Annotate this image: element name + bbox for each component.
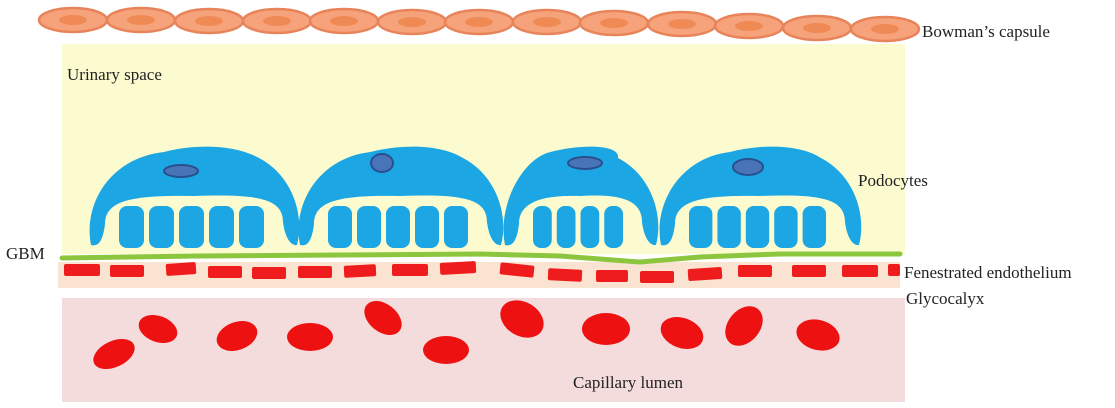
- endothelium-segment: [166, 262, 197, 276]
- endothelium-segment: [738, 265, 772, 277]
- capsule-cell-nucleus: [263, 16, 291, 26]
- podocyte-foot-process: [239, 206, 264, 248]
- endothelium-segment: [110, 265, 144, 277]
- label-gbm: GBM: [6, 244, 45, 263]
- podocyte-foot-process: [415, 206, 439, 248]
- endothelium-segment: [596, 270, 628, 282]
- podocyte-foot-process: [328, 206, 352, 248]
- capsule-cell-nucleus: [195, 16, 223, 26]
- endothelium-segment: [440, 261, 477, 275]
- endothelium-segment: [888, 264, 900, 276]
- label-podocytes: Podocytes: [858, 171, 928, 190]
- capsule-cell-nucleus: [398, 17, 426, 27]
- podocyte-foot-process: [119, 206, 144, 248]
- capsule-cell-nucleus: [59, 15, 87, 25]
- label-capillary-lumen: Capillary lumen: [573, 373, 684, 392]
- podocyte-nucleus: [371, 154, 393, 172]
- glomerular-basement-membrane: [62, 254, 900, 262]
- endothelium-segment: [208, 266, 242, 278]
- endothelium-segment: [298, 266, 332, 278]
- podocyte-foot-process: [717, 206, 740, 248]
- label-bowmans-capsule: Bowman’s capsule: [922, 22, 1050, 41]
- label-urinary-space: Urinary space: [67, 65, 162, 84]
- endothelium-segment: [842, 265, 878, 277]
- capsule-cell-nucleus: [871, 24, 899, 34]
- podocyte-foot-process: [604, 206, 623, 248]
- capsule-cell-nucleus: [668, 19, 696, 29]
- podocyte-foot-process: [533, 206, 552, 248]
- endothelium-segment: [688, 267, 723, 281]
- red-blood-cell: [423, 336, 469, 364]
- podocyte-nucleus: [164, 165, 198, 177]
- endothelium-segment: [344, 264, 377, 278]
- podocyte-foot-process: [149, 206, 174, 248]
- endothelium-segment: [548, 268, 583, 282]
- capsule-cell-nucleus: [600, 18, 628, 28]
- bowmans-capsule-cells: [39, 8, 919, 41]
- podocyte-foot-process: [444, 206, 468, 248]
- capsule-cell-nucleus: [533, 17, 561, 27]
- red-blood-cell: [582, 313, 630, 345]
- endothelium-segment: [792, 265, 826, 277]
- podocyte-foot-process: [557, 206, 576, 248]
- capsule-cell-nucleus: [127, 15, 155, 25]
- podocyte-foot-process: [803, 206, 826, 248]
- red-blood-cell: [287, 323, 333, 351]
- capsule-cell-nucleus: [465, 17, 493, 27]
- podocyte-nucleus: [733, 159, 763, 175]
- podocyte-foot-process: [209, 206, 234, 248]
- capillary-lumen-region: [62, 298, 905, 402]
- endothelium-segment: [252, 267, 286, 279]
- capsule-cell-nucleus: [330, 16, 358, 26]
- podocyte-foot-process: [746, 206, 769, 248]
- endothelium-segment: [640, 271, 674, 283]
- podocyte-foot-process: [357, 206, 381, 248]
- capsule-cell-nucleus: [803, 23, 831, 33]
- podocyte-foot-process: [179, 206, 204, 248]
- podocyte-foot-process: [386, 206, 410, 248]
- label-glycocalyx: Glycocalyx: [906, 289, 985, 308]
- endothelium-segment: [392, 264, 428, 276]
- capsule-cell-nucleus: [735, 21, 763, 31]
- podocyte-foot-process: [774, 206, 797, 248]
- podocyte-foot-process: [581, 206, 600, 248]
- podocyte-foot-process: [689, 206, 712, 248]
- endothelium-segment: [64, 264, 100, 276]
- label-fenestrated-endothelium: Fenestrated endothelium: [904, 263, 1072, 282]
- podocyte-nucleus: [568, 157, 602, 169]
